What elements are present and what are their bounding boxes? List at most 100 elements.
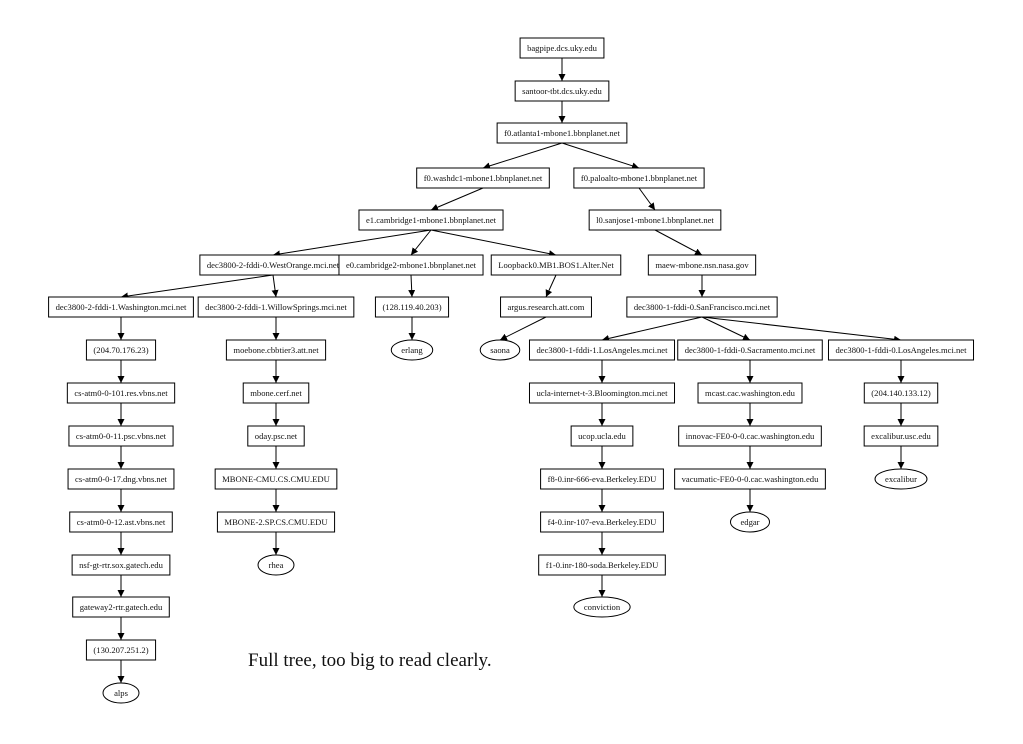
node-label: excalibur.usc.edu <box>871 431 931 441</box>
node-box <box>677 339 823 361</box>
node-argus: argus.research.att.com <box>500 296 592 318</box>
node-label: MBONE-CMU.CS.CMU.EDU <box>222 474 330 484</box>
node-box <box>67 468 175 490</box>
node-box <box>500 296 592 318</box>
edge-atlanta-paloalto <box>561 142 640 170</box>
node-label: maew-mbone.nsn.nasa.gov <box>655 260 749 270</box>
node-box <box>674 468 826 490</box>
node-label: f0.atlanta1-mbone1.bbnplanet.net <box>504 128 620 138</box>
node-atm101: cs-atm0-0-101.res.vbns.net <box>66 382 176 404</box>
node-label: excalibur <box>885 474 917 484</box>
node-oday: oday.psc.net <box>247 425 305 447</box>
node-box <box>514 80 610 102</box>
node-sanfrancisco: dec3800-1-fddi-0.SanFrancisco.mci.net <box>626 296 778 318</box>
node-paloalto: f0.paloalto-mbone1.bbnplanet.net <box>573 167 705 189</box>
node-label: (204.70.176.23) <box>93 345 148 355</box>
node-mbonecmu: MBONE-CMU.CS.CMU.EDU <box>214 468 338 490</box>
node-label: f0.washdc1-mbone1.bbnplanet.net <box>424 173 543 183</box>
node-mbonecerf: mbone.cerf.net <box>242 382 310 404</box>
node-maew: maew-mbone.nsn.nasa.gov <box>647 254 757 276</box>
node-washington: dec3800-2-fddi-1.Washington.mci.net <box>48 296 194 318</box>
node-box <box>48 296 194 318</box>
node-label: santoor-tbt.dcs.uky.edu <box>522 86 602 96</box>
node-box <box>225 339 327 361</box>
node-excalibur: excalibur <box>874 468 928 490</box>
edge-cambridge2-ip128 <box>408 274 416 298</box>
node-ip204a: (204.70.176.23) <box>85 339 157 361</box>
node-box <box>66 382 176 404</box>
node-box <box>528 339 676 361</box>
node-rhea: rhea <box>257 554 295 576</box>
node-conviction: conviction <box>573 596 631 618</box>
node-innovac: innovac-FE0-0-0.cac.washington.edu <box>678 425 822 447</box>
edge-argus-saona <box>499 316 547 341</box>
node-label: gateway2-rtr.gatech.edu <box>80 602 163 612</box>
node-label: erlang <box>401 345 423 355</box>
node-label: f4-0.inr-107-eva.Berkeley.EDU <box>548 517 658 527</box>
node-box <box>697 382 803 404</box>
node-atlanta: f0.atlanta1-mbone1.bbnplanet.net <box>496 122 628 144</box>
node-losangeles0: dec3800-1-fddi-0.LosAngeles.mci.net <box>827 339 975 361</box>
node-label: mbone.cerf.net <box>250 388 302 398</box>
node-label: cs-atm0-0-11.psc.vbns.net <box>76 431 167 441</box>
leaf-ellipse <box>874 468 928 490</box>
edge-westorange-washington <box>120 274 274 300</box>
node-saona: saona <box>479 339 521 361</box>
node-box <box>496 122 628 144</box>
node-box <box>68 425 174 447</box>
node-label: l0.sanjose1-mbone1.bbnplanet.net <box>596 215 714 225</box>
node-label: argus.research.att.com <box>508 302 585 312</box>
node-label: Loopback0.MB1.BOS1.Alter.Net <box>498 260 614 270</box>
edge-sanfrancisco-losangeles1 <box>601 316 703 342</box>
node-f1: f1-0.inr-180-soda.Berkeley.EDU <box>538 554 666 576</box>
node-box <box>570 425 634 447</box>
node-label: alps <box>114 688 128 698</box>
node-box <box>338 254 484 276</box>
node-cambridge1: e1.cambridge1-mbone1.bbnplanet.net <box>358 209 504 231</box>
node-box <box>214 468 338 490</box>
node-box <box>85 339 157 361</box>
node-nsfgt: nsf-gt-rtr.sox.gatech.edu <box>71 554 171 576</box>
node-ip130: (130.207.251.2) <box>85 639 157 661</box>
node-box <box>588 209 722 231</box>
node-box <box>678 425 822 447</box>
node-excaliburusc: excalibur.usc.edu <box>863 425 939 447</box>
node-losangeles1: dec3800-1-fddi-1.LosAngeles.mci.net <box>528 339 676 361</box>
node-cambridge2: e0.cambridge2-mbone1.bbnplanet.net <box>338 254 484 276</box>
edge-loopback-argus <box>545 274 557 298</box>
node-washdc: f0.washdc1-mbone1.bbnplanet.net <box>416 167 550 189</box>
leaf-ellipse <box>102 682 140 704</box>
node-label: bagpipe.dcs.uky.edu <box>527 43 598 53</box>
leaf-ellipse <box>257 554 295 576</box>
node-box <box>85 639 157 661</box>
node-box <box>416 167 550 189</box>
edge-sanjose-maew <box>654 229 703 256</box>
node-label: dec3800-2-fddi-1.Washington.mci.net <box>56 302 187 312</box>
node-label: dec3800-1-fddi-0.SanFrancisco.mci.net <box>634 302 771 312</box>
node-mbone2: MBONE-2.SP.CS.CMU.EDU <box>216 511 336 533</box>
node-box <box>71 554 171 576</box>
node-box <box>863 382 939 404</box>
edge-sanfrancisco-losangeles0 <box>701 316 902 343</box>
node-box <box>374 296 450 318</box>
node-ip128: (128.119.40.203) <box>374 296 450 318</box>
node-ucla: ucla-internet-t-3.Bloomington.mci.net <box>528 382 676 404</box>
node-f4: f4-0.inr-107-eva.Berkeley.EDU <box>540 511 664 533</box>
edges-layer <box>117 58 905 683</box>
node-ip204b: (204.140.133.12) <box>863 382 939 404</box>
node-mcast: mcast.cac.washington.edu <box>697 382 803 404</box>
node-label: MBONE-2.SP.CS.CMU.EDU <box>224 517 328 527</box>
node-moebone: moebone.cbbtier3.att.net <box>225 339 327 361</box>
node-label: saona <box>490 345 510 355</box>
node-label: dec3800-1-fddi-0.LosAngeles.mci.net <box>835 345 967 355</box>
node-box <box>528 382 676 404</box>
node-box <box>540 511 664 533</box>
node-label: rhea <box>269 560 284 570</box>
node-ucop: ucop.ucla.edu <box>570 425 634 447</box>
node-label: edgar <box>740 517 759 527</box>
node-box <box>216 511 336 533</box>
node-box <box>72 596 170 618</box>
node-label: cs-atm0-0-17.dng.vbns.net <box>75 474 168 484</box>
node-alps: alps <box>102 682 140 704</box>
